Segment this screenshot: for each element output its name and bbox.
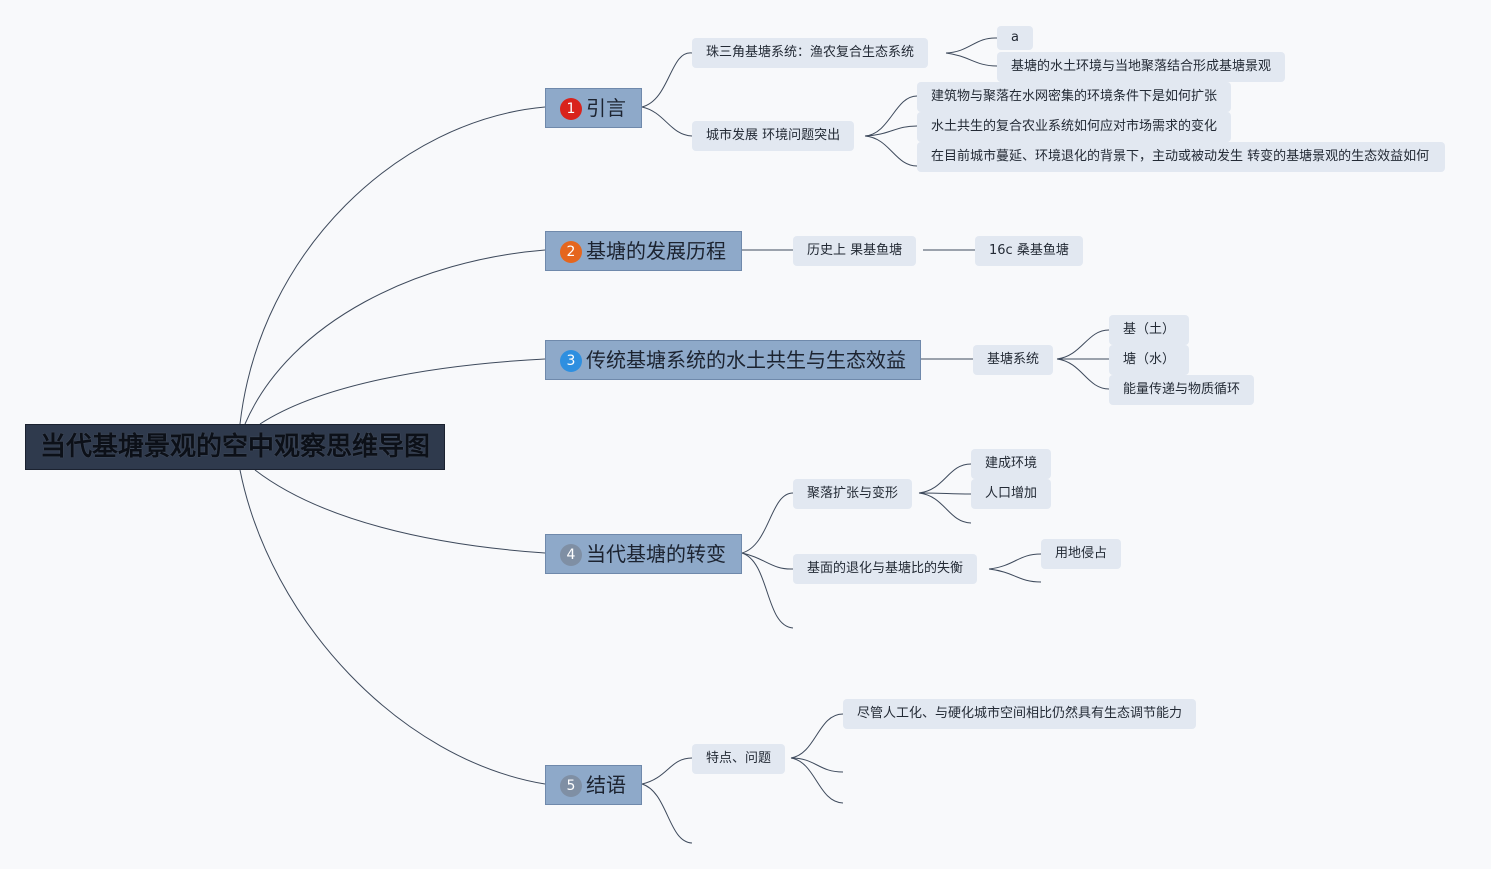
connector	[741, 552, 794, 570]
connector	[864, 95, 918, 137]
topic-land-encroachment[interactable]: 用地侵占	[1041, 539, 1122, 569]
topic-dike-pond-landscape[interactable]: 基塘的水土环境与当地聚落结合形成基塘景观	[997, 52, 1286, 82]
topic-label: 历史上 果基鱼塘	[807, 243, 903, 258]
topic-settlement-expansion[interactable]: 聚落扩张与变形	[793, 479, 913, 509]
connector	[945, 52, 998, 67]
topic-market-demand[interactable]: 水土共生的复合农业系统如何应对市场需求的变化	[917, 112, 1232, 142]
connector	[864, 135, 918, 167]
topic-label: 基塘系统	[987, 352, 1040, 367]
connector	[641, 757, 693, 785]
connector	[988, 553, 1042, 570]
connector	[259, 358, 546, 425]
connector	[1056, 329, 1110, 360]
topic-fruit-dike-fish-pond[interactable]: 历史上 果基鱼塘	[793, 236, 917, 266]
topic-ecological-regulation[interactable]: 尽管人工化、与硬化城市空间相比仍然具有生态调节能力	[843, 699, 1197, 729]
connector	[1056, 358, 1110, 390]
topic-label: 基（土）	[1123, 322, 1176, 337]
topic-label: 建成环境	[985, 456, 1038, 471]
number-badge-icon: 3	[560, 350, 582, 372]
topic-label: 基塘的水土环境与当地聚落结合形成基塘景观	[1011, 59, 1272, 74]
topic-dike-degradation[interactable]: 基面的退化与基塘比的失衡	[793, 554, 978, 584]
connector	[244, 249, 546, 425]
connector	[918, 492, 972, 495]
topic-label: 用地侵占	[1055, 546, 1108, 561]
connector	[741, 552, 794, 629]
topic-label: 在目前城市蔓延、环境退化的背景下，主动或被动发生 转变的基塘景观的生态效益如何	[931, 149, 1430, 164]
topic-a[interactable]: a	[997, 26, 1033, 50]
topic-label: 塘（水）	[1123, 352, 1176, 367]
topic-label: 聚落扩张与变形	[807, 486, 899, 501]
topic-features-problems[interactable]: 特点、问题	[692, 744, 786, 774]
connector	[790, 757, 844, 804]
connector	[864, 125, 918, 137]
connector	[641, 783, 693, 844]
number-badge-icon: 1	[560, 98, 582, 120]
topic-mulberry-dike-fish-pond[interactable]: 16c 桑基鱼塘	[975, 236, 1083, 266]
topic-building-expansion[interactable]: 建筑物与聚落在水网密集的环境条件下是如何扩张	[917, 82, 1232, 112]
topic-prd-dike-pond[interactable]: 珠三角基塘系统：渔农复合生态系统	[692, 38, 929, 68]
connector	[641, 106, 693, 137]
topic-label: 水土共生的复合农业系统如何应对市场需求的变化	[931, 119, 1218, 134]
topic-label: a	[1011, 30, 1019, 45]
topic-ecological-benefit[interactable]: 在目前城市蔓延、环境退化的背景下，主动或被动发生 转变的基塘景观的生态效益如何	[917, 142, 1445, 172]
topic-built-environment[interactable]: 建成环境	[971, 449, 1052, 479]
branch-label: 传统基塘系统的水土共生与生态效益	[586, 348, 906, 372]
topic-pond-water[interactable]: 塘（水）	[1109, 345, 1190, 375]
root-topic[interactable]: 当代基塘景观的空中观察思维导图	[25, 424, 445, 470]
connector	[254, 469, 546, 554]
topic-label: 珠三角基塘系统：渔农复合生态系统	[706, 45, 915, 60]
topic-energy-cycle[interactable]: 能量传递与物质循环	[1109, 375, 1255, 405]
branch-label: 结语	[586, 773, 626, 797]
number-badge-icon: 5	[560, 775, 582, 797]
topic-label: 特点、问题	[706, 751, 772, 766]
topic-label: 建筑物与聚落在水网密集的环境条件下是如何扩张	[931, 89, 1218, 104]
branch-label: 引言	[586, 96, 626, 120]
topic-urban-development[interactable]: 城市发展 环境问题突出	[692, 121, 855, 151]
topic-label: 16c 桑基鱼塘	[989, 243, 1069, 258]
topic-label: 尽管人工化、与硬化城市空间相比仍然具有生态调节能力	[857, 706, 1183, 721]
connector	[988, 568, 1042, 583]
topic-label: 能量传递与物质循环	[1123, 382, 1241, 397]
topic-dike-soil[interactable]: 基（土）	[1109, 315, 1190, 345]
topic-label: 城市发展 环境问题突出	[706, 128, 841, 143]
branch-label: 当代基塘的转变	[586, 542, 726, 566]
number-badge-icon: 4	[560, 544, 582, 566]
connector	[641, 52, 693, 108]
topic-label: 人口增加	[985, 486, 1038, 501]
connector	[918, 463, 972, 494]
topic-label: 基面的退化与基塘比的失衡	[807, 561, 964, 576]
connector	[790, 757, 844, 773]
connector	[741, 492, 794, 554]
connector	[918, 492, 972, 524]
connector	[239, 469, 546, 785]
connector	[790, 713, 844, 759]
connector	[239, 106, 546, 425]
number-badge-icon: 2	[560, 241, 582, 263]
connector	[945, 37, 998, 54]
topic-population-growth[interactable]: 人口增加	[971, 479, 1052, 509]
root-title: 当代基塘景观的空中观察思维导图	[40, 432, 431, 462]
branch-label: 基塘的发展历程	[586, 239, 726, 263]
topic-dike-pond-system[interactable]: 基塘系统	[973, 345, 1054, 375]
